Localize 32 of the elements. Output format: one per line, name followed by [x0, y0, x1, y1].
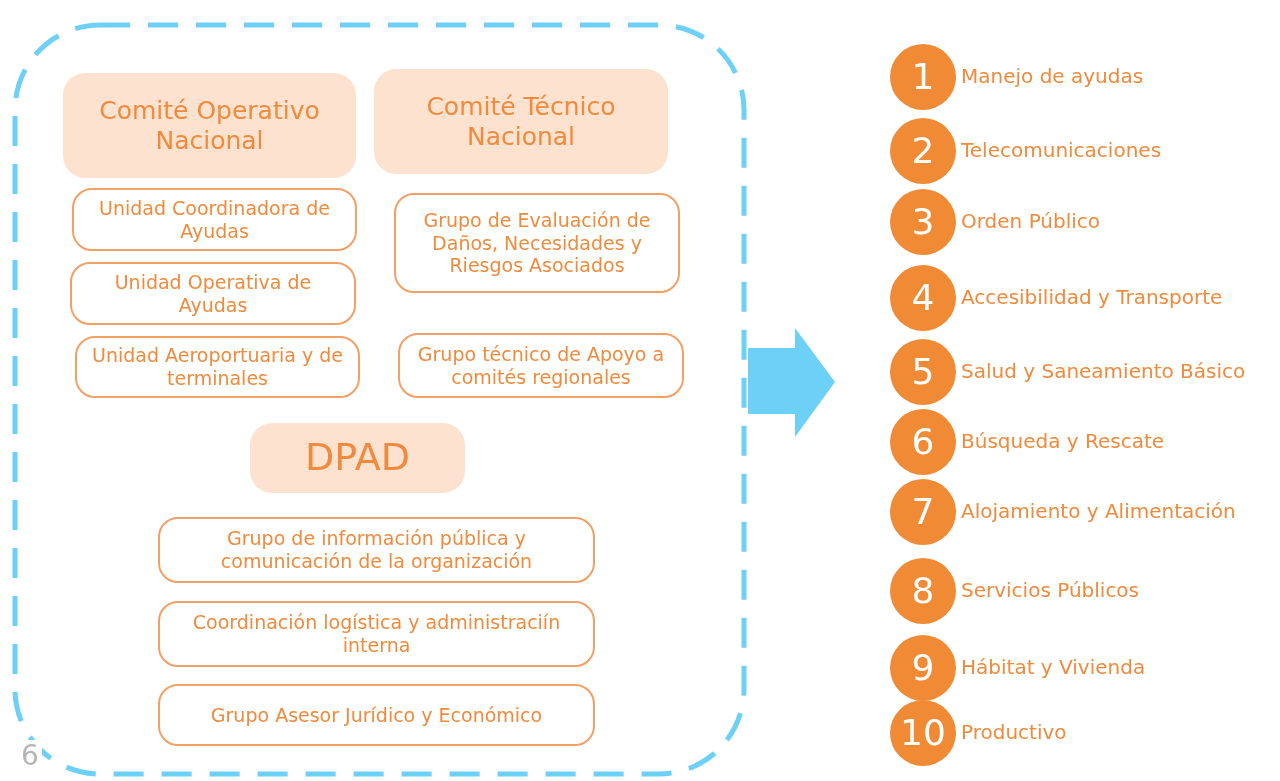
list-item-label: Orden Público	[961, 209, 1101, 233]
number-circle: 7	[890, 479, 956, 545]
number-circle: 1	[890, 44, 956, 110]
number-circle: 5	[890, 339, 956, 405]
org-unit-box: Unidad Coordinadora de Ayudas	[72, 188, 357, 251]
org-unit-box: Grupo de información pública y comunicación de la organización	[158, 517, 595, 583]
list-item-label: Accesibilidad y Transporte	[961, 285, 1223, 309]
number-circle: 10	[890, 700, 956, 766]
list-item-label: Búsqueda y Rescate	[961, 429, 1165, 453]
list-item-label: Telecomunicaciones	[961, 138, 1162, 162]
org-unit-box: Unidad Operativa de Ayudas	[70, 262, 356, 325]
committee-band: DPAD	[250, 423, 465, 493]
committee-band: Comité Operativo Nacional	[63, 73, 356, 178]
committee-band: Comité Técnico Nacional	[374, 69, 668, 174]
number-circle: 4	[890, 265, 956, 331]
org-unit-box: Grupo de Evaluación de Daños, Necesidades y Riesgos Asociados	[394, 193, 680, 293]
org-unit-box: Grupo Asesor Jurídico y Económico	[158, 684, 595, 746]
number-circle: 2	[890, 118, 956, 184]
number-circle: 9	[890, 635, 956, 701]
list-item-label: Hábitat y Vivienda	[961, 655, 1146, 679]
number-circle: 3	[890, 189, 956, 255]
list-item-label: Manejo de ayudas	[961, 64, 1144, 88]
list-item-label: Servicios Públicos	[961, 578, 1140, 602]
org-unit-box: Grupo técnico de Apoyo a comités regionales	[398, 333, 684, 398]
dashed-frame	[12, 22, 747, 777]
list-item-label: Alojamiento y Alimentación	[961, 499, 1236, 523]
org-unit-box: Coordinación logística y administraciín interna	[158, 601, 595, 667]
list-item-label: Productivo	[961, 720, 1067, 744]
number-circle: 8	[890, 558, 956, 624]
list-item-label: Salud y Saneamiento Básico	[961, 359, 1246, 383]
number-circle: 6	[890, 409, 956, 475]
org-unit-box: Unidad Aeroportuaria y de terminales	[75, 336, 360, 398]
